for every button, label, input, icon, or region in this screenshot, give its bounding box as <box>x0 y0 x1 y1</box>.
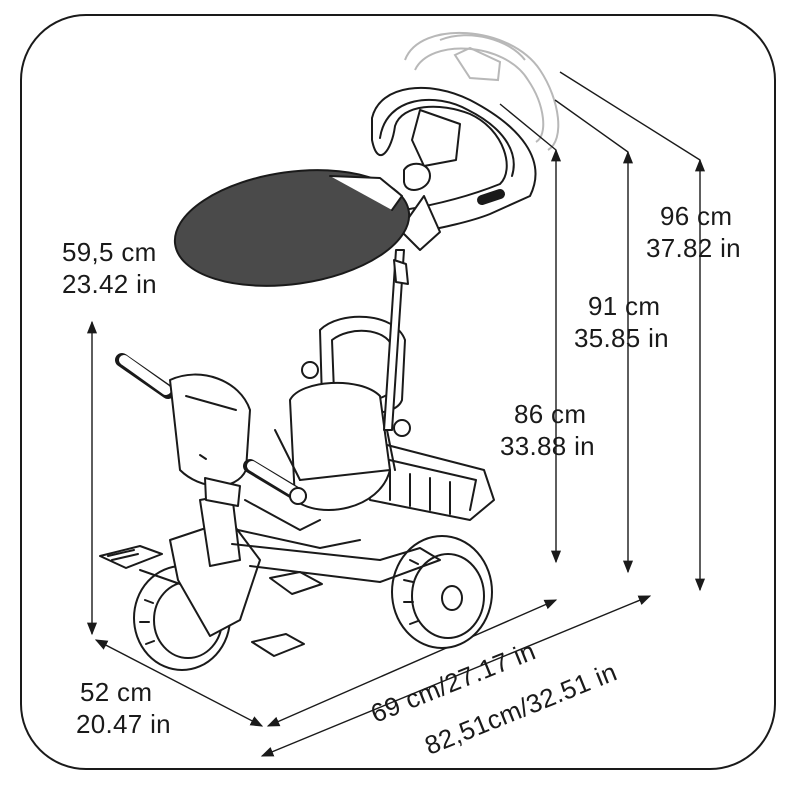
mid-height-in: 35.85 in <box>574 323 669 353</box>
mid-height-label: 91 cm 35.85 in <box>574 290 669 354</box>
seat <box>274 315 411 511</box>
max-height-in: 37.82 in <box>646 233 741 263</box>
rear-wheel <box>391 535 493 649</box>
max-height-label: 96 cm 37.82 in <box>646 200 741 264</box>
low-height-in: 33.88 in <box>500 431 595 461</box>
canopy-height-cm: 59,5 cm <box>62 237 157 267</box>
max-height-cm: 96 cm <box>660 201 733 231</box>
canopy-height-in: 23.42 in <box>62 269 157 299</box>
mid-height-cm: 91 cm <box>588 291 661 321</box>
ghost-push-handle <box>404 31 560 151</box>
push-pole <box>383 249 409 431</box>
handlebar <box>115 353 321 531</box>
pedals <box>99 545 323 657</box>
push-handle <box>371 86 537 251</box>
width-cm: 52 cm <box>80 677 153 707</box>
width-in: 20.47 in <box>76 709 171 739</box>
tricycle <box>99 86 537 671</box>
low-height-label: 86 cm 33.88 in <box>500 398 595 462</box>
dimension-lines <box>86 71 706 757</box>
canopy <box>173 169 411 287</box>
canopy-height-label: 59,5 cm 23.42 in <box>62 236 157 300</box>
low-height-cm: 86 cm <box>514 399 587 429</box>
width-label: 52 cm 20.47 in <box>76 676 171 740</box>
diagram-frame <box>20 14 776 770</box>
frame <box>169 493 441 637</box>
